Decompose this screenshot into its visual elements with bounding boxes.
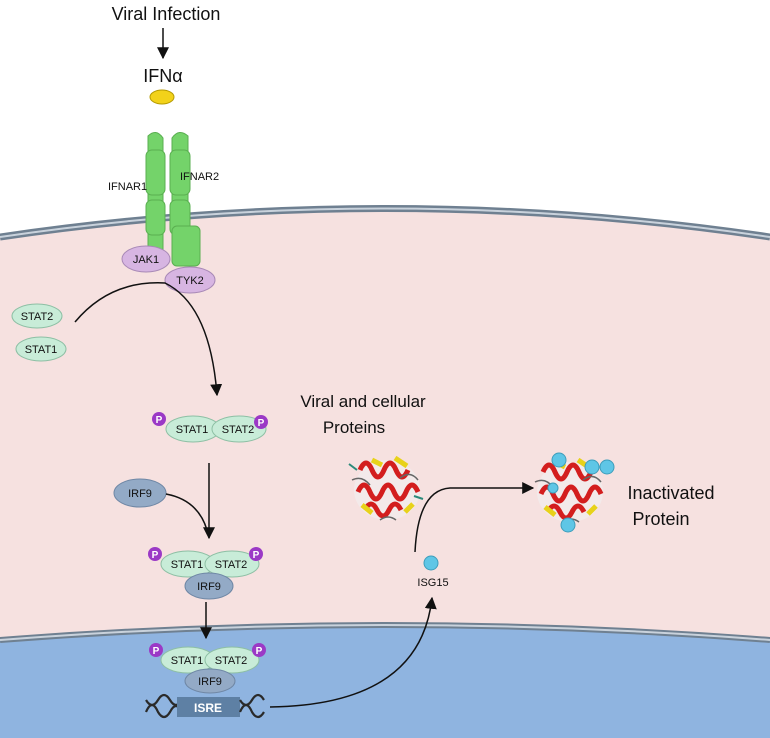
inactivated-label-2: Protein (632, 509, 689, 529)
svg-text:P: P (258, 418, 265, 429)
ifnar1-label: IFNAR1 (108, 181, 147, 193)
tyk2-label: TYK2 (176, 275, 204, 287)
svg-text:STAT1: STAT1 (171, 655, 204, 667)
isg15-label: ISG15 (417, 577, 448, 589)
jak1-kinase (121, 245, 171, 273)
nucleus (0, 625, 770, 738)
viral-cellular-label-2: Proteins (323, 418, 385, 437)
svg-text:P: P (256, 646, 263, 657)
stat1-free (15, 336, 67, 362)
stat1-free-label: STAT1 (25, 344, 58, 356)
svg-text:IRF9: IRF9 (197, 581, 221, 593)
irf9-free (113, 478, 167, 508)
ifn-alpha-molecule (149, 89, 175, 105)
phospho-stat-dimer: STAT1 STAT2 P P (152, 412, 268, 443)
svg-text:IRF9: IRF9 (198, 676, 222, 688)
isgf3-complex: STAT1 STAT2 IRF9 P P (148, 547, 263, 600)
svg-text:P: P (152, 550, 159, 561)
ifnar2-label: IFNAR2 (180, 171, 219, 183)
dna-strand-right-icon (238, 693, 265, 719)
viral-cellular-label-1: Viral and cellular (300, 392, 426, 411)
svg-text:STAT2: STAT2 (215, 559, 248, 571)
isgf3-nuclear: STAT1 STAT2 IRF9 P P (149, 643, 266, 694)
isg15-molecule (423, 555, 439, 571)
tyk2-kinase (164, 266, 216, 294)
isre-label: ISRE (194, 701, 222, 715)
stat2-free (11, 303, 63, 329)
inactivated-label-1: Inactivated (627, 483, 714, 503)
isgylation-arrow (414, 482, 535, 553)
svg-text:P: P (253, 550, 260, 561)
isg15-expression-arrow (269, 596, 437, 708)
svg-text:STAT1: STAT1 (176, 424, 209, 436)
target-protein-icon (348, 455, 424, 521)
isre-element (177, 697, 240, 717)
svg-text:STAT2: STAT2 (215, 655, 248, 667)
irf9-free-label: IRF9 (128, 488, 152, 500)
svg-text:STAT1: STAT1 (171, 559, 204, 571)
jak1-label: JAK1 (133, 254, 159, 266)
inactivated-protein-icon (534, 452, 615, 533)
irf9-join-arrow (165, 493, 208, 531)
svg-text:P: P (153, 646, 160, 657)
ifn-alpha-label: IFNα (143, 66, 182, 86)
ifnar-receptor (145, 132, 201, 267)
stat-recruitment-arrow (74, 282, 223, 397)
stat2-free-label: STAT2 (21, 311, 54, 323)
dna-strand-left-icon (144, 693, 183, 719)
svg-text:P: P (156, 415, 163, 426)
viral-infection-label: Viral Infection (112, 4, 221, 24)
svg-text:STAT2: STAT2 (222, 424, 255, 436)
